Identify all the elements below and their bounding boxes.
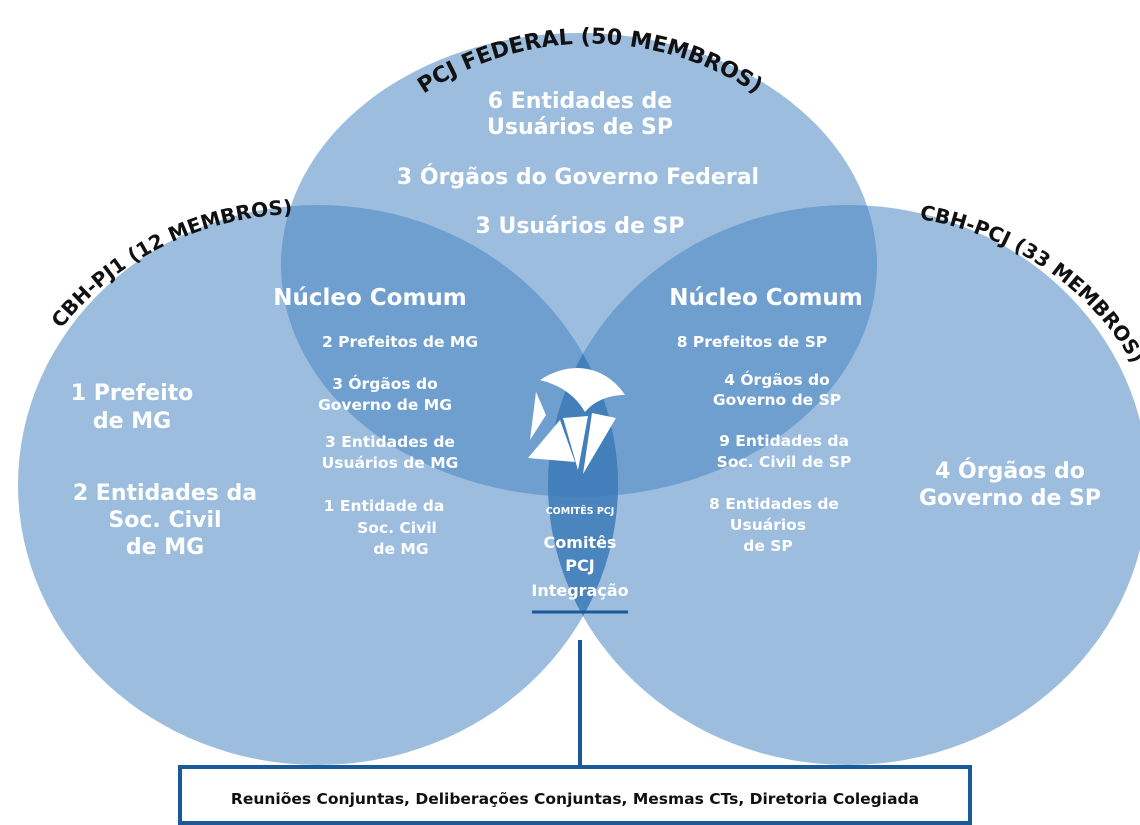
left-overlap-line-2: 3 Órgãos do xyxy=(332,374,438,393)
top-line-2: Usuários de SP xyxy=(487,115,673,140)
left-overlap-line-1: 2 Prefeitos de MG xyxy=(322,333,478,351)
top-line-1: 6 Entidades de xyxy=(488,89,672,114)
right-overlap-line-5: Soc. Civil de SP xyxy=(717,453,852,471)
left-overlap-line-3: Governo de MG xyxy=(318,396,452,414)
left-overlap-heading: Núcleo Comum xyxy=(273,285,467,311)
logo-caption: COMITÊS PCJ xyxy=(546,505,615,517)
center-line-1: Comitês xyxy=(544,533,617,552)
right-overlap-line-6: 8 Entidades de xyxy=(709,495,839,513)
circle-left xyxy=(18,205,618,765)
circle-right xyxy=(548,205,1140,765)
right-overlap-line-8: de SP xyxy=(743,537,793,555)
right-line-1: 4 Órgãos do xyxy=(935,458,1085,484)
footer-text: Reuniões Conjuntas, Deliberações Conjunt… xyxy=(230,790,920,808)
right-overlap-heading: Núcleo Comum xyxy=(669,285,863,311)
right-line-2: Governo de SP xyxy=(919,486,1101,511)
comites-pcj-logo-icon xyxy=(528,368,625,474)
right-overlap-line-7: Usuários xyxy=(730,516,806,534)
left-overlap-line-5: Usuários de MG xyxy=(322,454,459,472)
right-overlap-line-4: 9 Entidades da xyxy=(719,432,849,450)
center-line-3: Integração xyxy=(531,581,628,600)
right-overlap-line-2: 4 Órgãos do xyxy=(724,370,830,389)
right-overlap-line-3: Governo de SP xyxy=(713,391,841,409)
left-line-5: de MG xyxy=(126,535,204,560)
right-overlap-line-1: 8 Prefeitos de SP xyxy=(677,333,827,351)
left-line-4: Soc. Civil xyxy=(108,508,221,533)
top-line-4: 3 Usuários de SP xyxy=(476,214,685,239)
left-overlap-line-6: 1 Entidade da xyxy=(324,497,445,515)
left-overlap-line-7: Soc. Civil xyxy=(357,519,437,537)
left-overlap-line-8: de MG xyxy=(373,540,428,558)
left-line-1: 1 Prefeito xyxy=(71,381,194,406)
left-overlap-line-4: 3 Entidades de xyxy=(325,433,455,451)
footer-box: Reuniões Conjuntas, Deliberações Conjunt… xyxy=(178,765,972,825)
left-line-3: 2 Entidades da xyxy=(73,481,257,506)
center-line-2: PCJ xyxy=(565,556,594,575)
left-line-2: de MG xyxy=(93,409,171,434)
top-line-3: 3 Órgãos do Governo Federal xyxy=(397,164,759,190)
